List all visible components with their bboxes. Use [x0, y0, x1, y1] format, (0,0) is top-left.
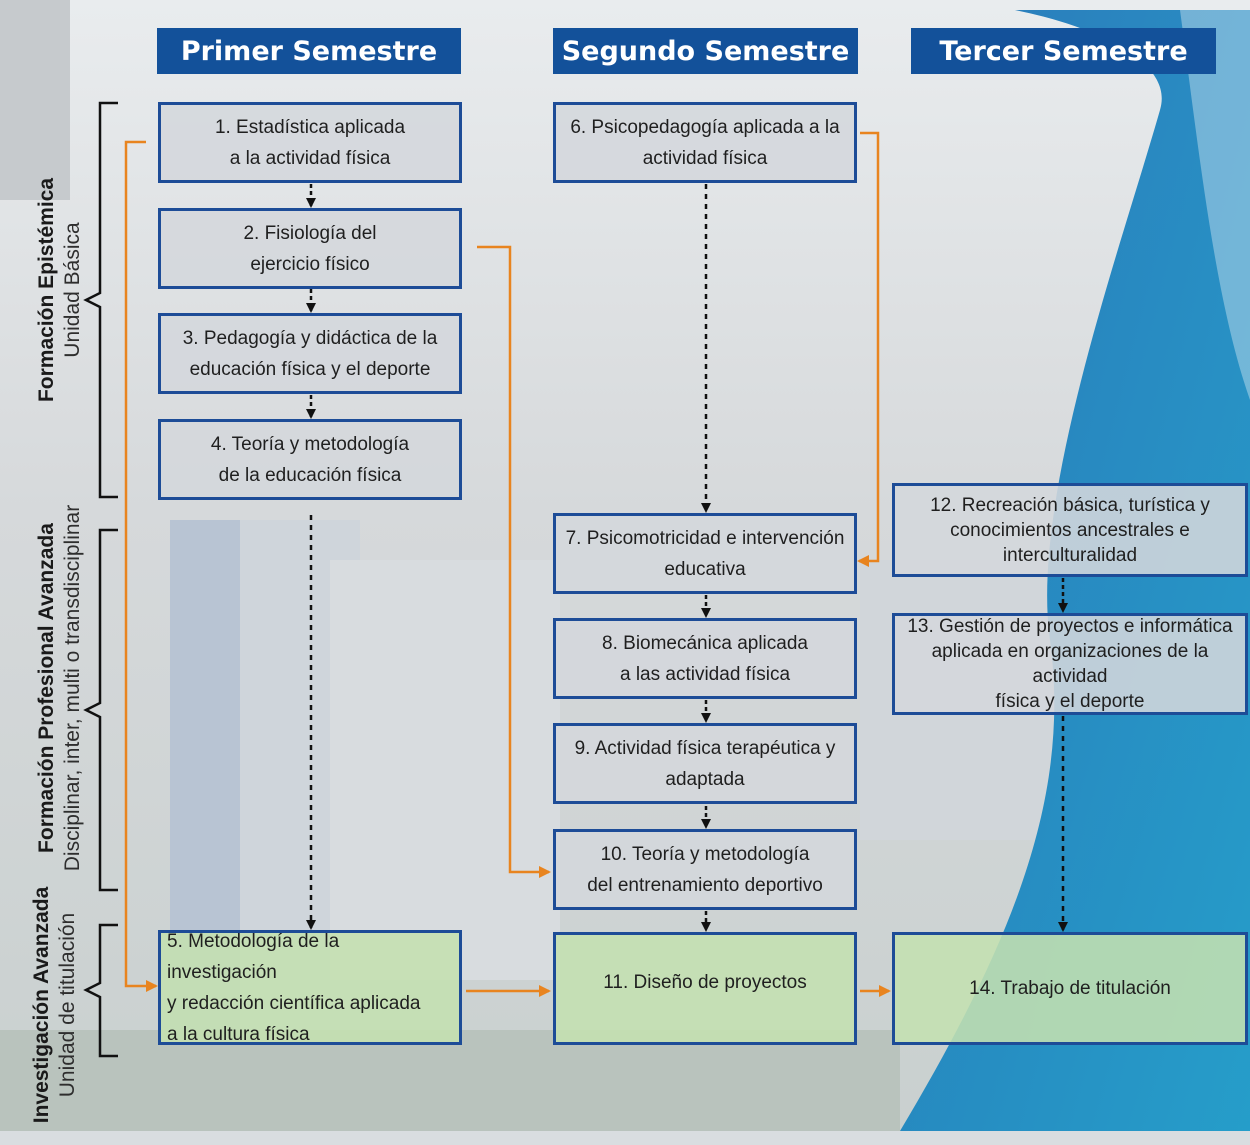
header-segundo-semestre: Segundo Semestre	[553, 28, 858, 74]
header-tercer-semestre: Tercer Semestre	[911, 28, 1216, 74]
course-1-box: 1. Estadística aplicada a la actividad f…	[158, 102, 462, 183]
course-6-box: 6. Psicopedagogía aplicada a la activida…	[553, 102, 857, 183]
course-13-box: 13. Gestión de proyectos e informática a…	[892, 613, 1248, 715]
course-12-box: 12. Recreación básica, turística y conoc…	[892, 483, 1248, 577]
section-investigacion-label: Investigación Avanzada Unidad de titulac…	[25, 865, 85, 1145]
section-profesional-label: Formación Profesional Avanzada Disciplin…	[30, 493, 90, 883]
course-14-box: 14. Trabajo de titulación	[892, 932, 1248, 1045]
course-3-box: 3. Pedagogía y didáctica de la educación…	[158, 313, 462, 394]
section-profesional-title: Formación Profesional Avanzada	[35, 523, 58, 853]
section-investigacion-subtitle: Unidad de titulación	[56, 912, 79, 1098]
course-8-box: 8. Biomecánica aplicada a las actividad …	[553, 618, 857, 699]
section-epistemica-subtitle: Unidad Básica	[61, 222, 84, 358]
course-7-box: 7. Psicomotricidad e intervención educat…	[553, 513, 857, 594]
section-epistemica-label: Formación Epistémica Unidad Básica	[30, 140, 90, 440]
section-profesional-subtitle: Disciplinar, inter, multi o transdiscipl…	[61, 504, 84, 872]
course-4-box: 4. Teoría y metodología de la educación …	[158, 419, 462, 500]
course-2-box: 2. Fisiología del ejercicio físico	[158, 208, 462, 289]
course-9-box: 9. Actividad física terapéutica y adapta…	[553, 723, 857, 804]
course-11-box: 11. Diseño de proyectos	[553, 932, 857, 1045]
section-investigacion-title: Investigación Avanzada	[30, 886, 53, 1124]
course-5-box: 5. Metodología de la investigación y red…	[158, 930, 462, 1045]
header-primer-semestre: Primer Semestre	[157, 28, 461, 74]
course-10-box: 10. Teoría y metodología del entrenamien…	[553, 829, 857, 910]
section-epistemica-title: Formación Epistémica	[35, 177, 58, 403]
